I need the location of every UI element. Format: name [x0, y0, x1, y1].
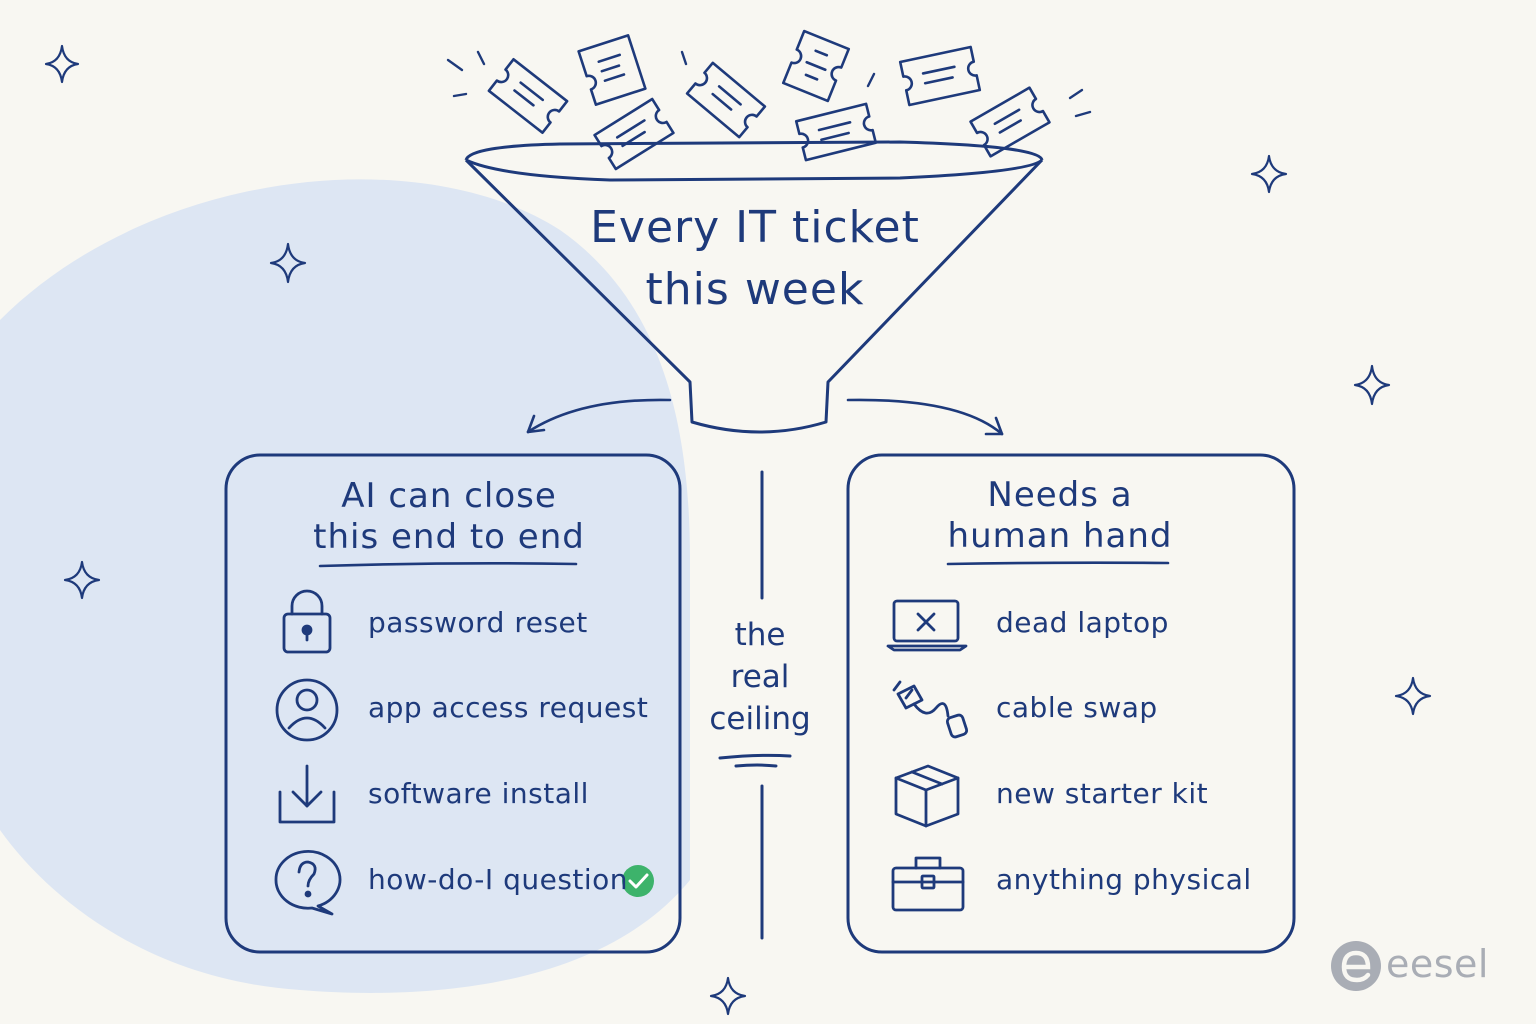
left-arrow [526, 398, 672, 434]
sparkle-icon [269, 242, 307, 284]
ceiling-label-line1: the [734, 617, 786, 653]
toolbox-icon [891, 856, 965, 912]
ticket-icon [794, 102, 878, 162]
brand-name: eesel [1386, 942, 1489, 986]
background-blob [0, 179, 690, 993]
plug-cable-icon [892, 680, 969, 739]
left-title-underline [318, 562, 578, 568]
left-item-app-access-request: app access request [368, 691, 649, 724]
funnel-title-line2: this week [645, 264, 865, 315]
right-arrow [846, 398, 1004, 436]
sparkle-icon [1394, 676, 1432, 716]
ticket-icon [685, 61, 767, 139]
ticket-icon [487, 58, 569, 134]
box-icon [894, 764, 960, 828]
sparkle-icon [63, 560, 101, 600]
right-item-new-starter-kit: new starter kit [996, 777, 1209, 810]
left-panel-frame [224, 453, 682, 954]
right-item-anything-physical: anything physical [996, 863, 1252, 896]
left-item-how-do-i-question: how-do-I question [368, 863, 629, 896]
right-panel-title-line2: human hand [947, 516, 1173, 556]
ticket-icon [781, 29, 851, 103]
ceiling-label-line2: real [730, 659, 790, 695]
funnel-title-line1: Every IT ticket [590, 202, 920, 253]
eesel-logo-icon [1331, 941, 1381, 991]
left-item-password-reset: password reset [368, 606, 588, 639]
broken-laptop-icon [886, 599, 968, 652]
sparkle-icon [709, 976, 747, 1016]
right-item-cable-swap: cable swap [996, 691, 1158, 724]
right-item-dead-laptop: dead laptop [996, 606, 1169, 639]
right-title-underline [946, 561, 1170, 566]
ticket-icon [969, 86, 1051, 158]
sparkle-icon [1353, 364, 1391, 406]
lock-icon [282, 589, 332, 654]
left-panel-title-line1: AI can close [341, 476, 557, 516]
ticket-icon [593, 97, 675, 171]
sparkle-icon [44, 44, 80, 84]
ticket-icon [577, 34, 647, 106]
ceiling-label-line3: ceiling [709, 701, 811, 737]
ticket-icon [898, 45, 982, 107]
left-panel-title-line2: this end to end [313, 517, 585, 557]
split-arrows [526, 398, 1004, 436]
sparkle-icon [1250, 154, 1288, 194]
question-bubble-icon [274, 850, 342, 916]
left-item-software-install: software install [368, 777, 589, 810]
user-icon [275, 678, 339, 742]
right-panel-frame [846, 453, 1296, 954]
check-circle-icon [622, 865, 654, 897]
ceiling-divider [718, 470, 792, 940]
download-icon [278, 764, 336, 824]
funnel-icon [464, 140, 1044, 434]
right-panel-title-line1: Needs a [987, 475, 1133, 515]
